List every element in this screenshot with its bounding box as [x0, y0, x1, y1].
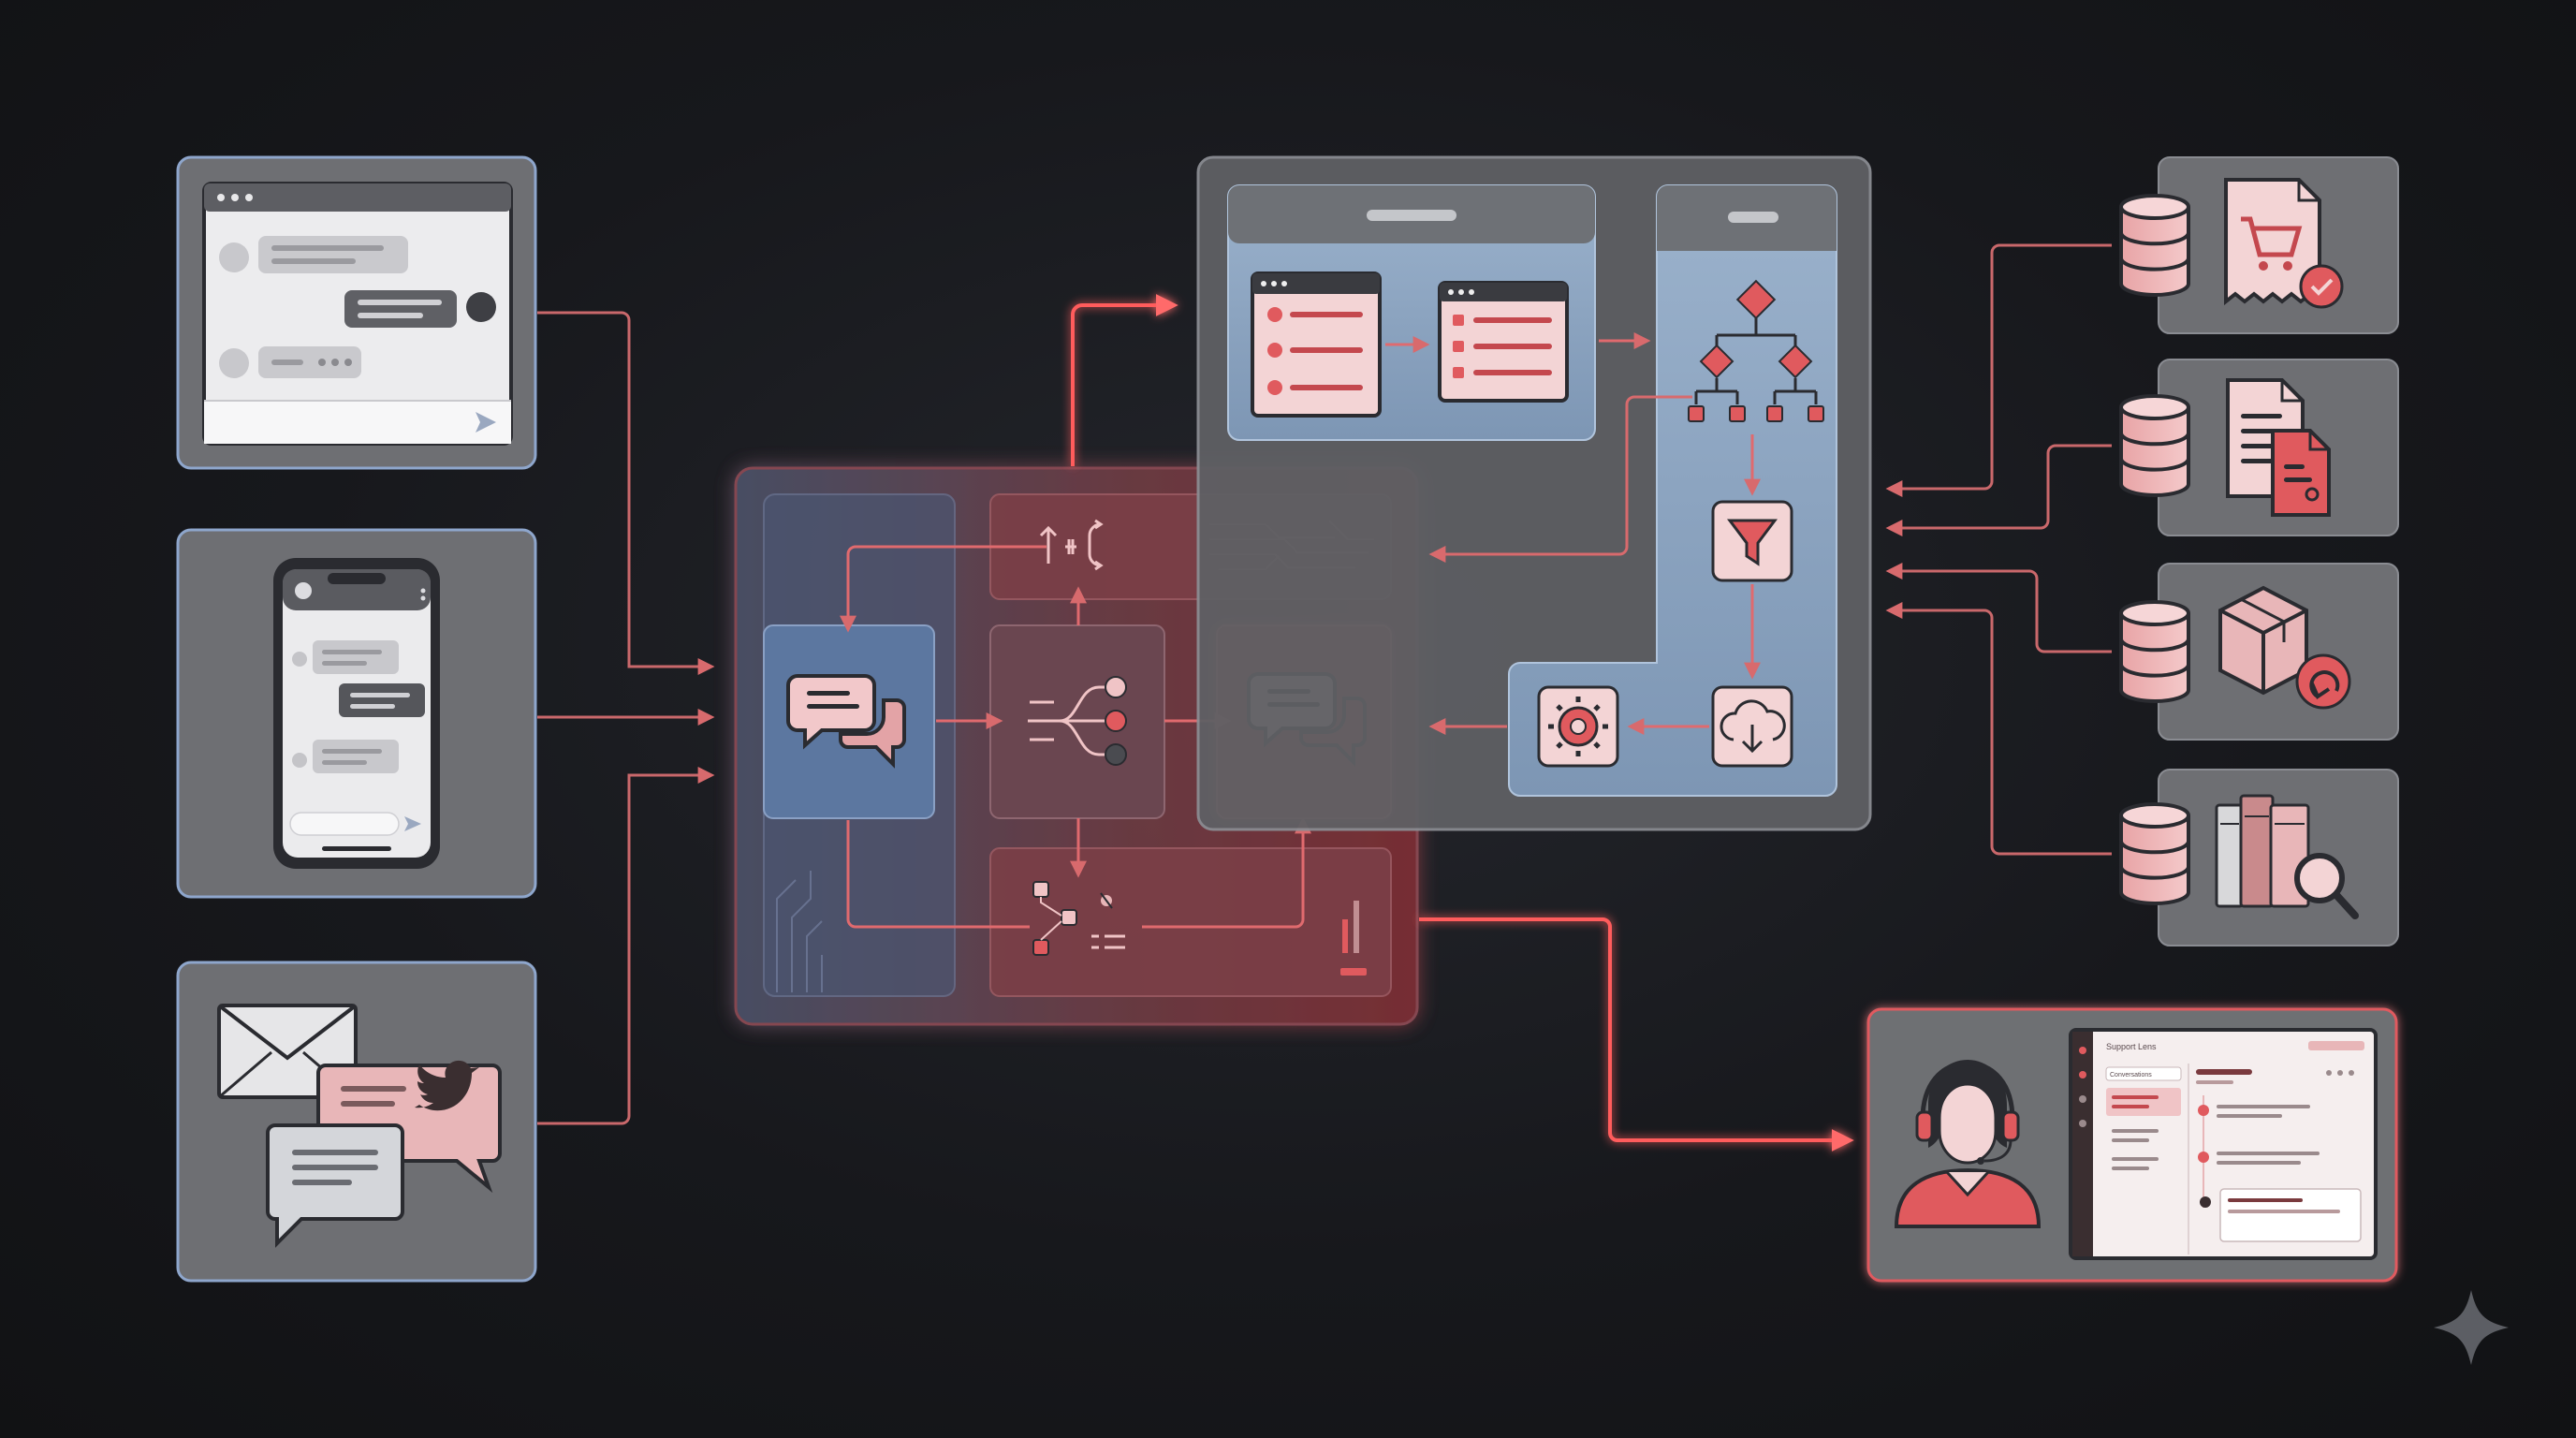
headset-agent-icon: [1894, 1060, 2042, 1228]
router-icon: [1028, 676, 1127, 766]
database-icon: [2119, 802, 2190, 905]
package-return-icon: [2218, 585, 2351, 710]
channel-mobile-chat-card: [176, 528, 537, 899]
workflow-module: [989, 847, 1392, 997]
documents-icon: [2226, 378, 2331, 517]
knowledge-base-search-icon: [2215, 794, 2359, 919]
conversation-filter-dropdown[interactable]: Conversations: [2110, 1072, 2152, 1078]
channel-email-social-card: [176, 961, 537, 1283]
channel-web-chat-card: [176, 155, 537, 470]
decision-column: [1508, 184, 1837, 797]
hub-internal-connectors: [840, 545, 1311, 929]
pipeline-to-hub-connectors: [1428, 395, 1692, 735]
decision-tree-icon: [1688, 279, 1824, 422]
input-chat-module: [763, 624, 935, 819]
database-icon: [2119, 600, 2190, 703]
database-icon: [2119, 394, 2190, 497]
hub-to-agent-connector: [1419, 917, 1854, 1152]
workflow-icon: [1032, 881, 1125, 956]
processing-pipeline-panel: [1196, 155, 1872, 831]
checklist-subpanel: [1227, 184, 1596, 441]
sparkle-icon: [2434, 1290, 2509, 1365]
checked-list-icon: [1438, 281, 1569, 403]
agent-console-window: Support Lens Conversations: [2069, 1028, 2378, 1260]
merge-icon: [1039, 519, 1104, 571]
mobile-chat-icon: [273, 558, 440, 869]
chat-message-icon: [266, 1123, 404, 1248]
chat-bubbles-icon: [786, 674, 906, 769]
human-agent-card: Support Lens Conversations: [1866, 1007, 2398, 1283]
agent-console-title: Support Lens: [2106, 1042, 2157, 1051]
circuit-traces: [776, 871, 823, 992]
hub-to-pipeline-connector: [1071, 294, 1178, 466]
router-module: [989, 624, 1165, 819]
web-chat-widget-icon: [202, 182, 513, 446]
level-bars: [1340, 901, 1367, 976]
database-icon: [2119, 194, 2190, 297]
shopping-cart-receipt-icon: [2224, 178, 2344, 309]
database-icons: [2119, 194, 2190, 905]
left-connectors: [537, 311, 715, 1125]
cloud-download-icon: [1711, 685, 1793, 768]
gear-icon: [1537, 685, 1619, 768]
task-list-icon: [1251, 271, 1382, 418]
filter-icon: [1711, 500, 1793, 582]
data-source-connectors: [1885, 243, 2112, 856]
